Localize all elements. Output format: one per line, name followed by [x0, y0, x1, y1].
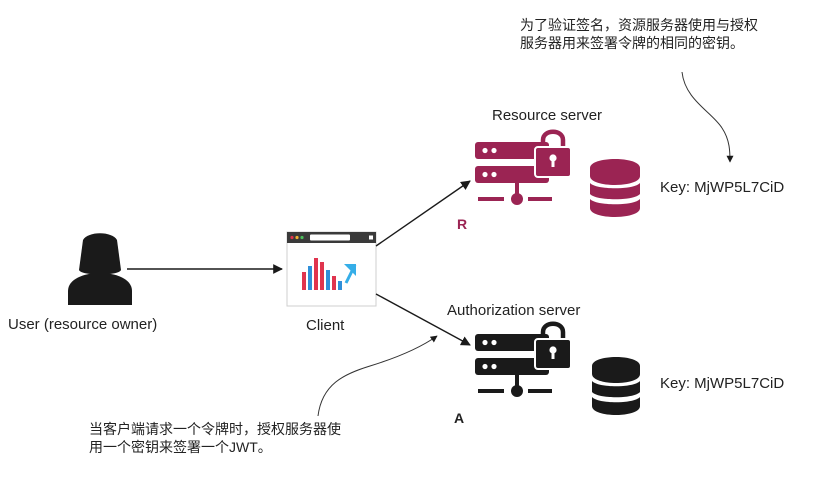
authorization-database-icon	[592, 357, 640, 415]
resource-server-icon	[475, 142, 552, 205]
resource-key-label: Key: MjWP5L7CiD	[660, 179, 785, 196]
user-label: User (resource owner)	[8, 316, 158, 333]
resource-server-label: Resource server	[492, 107, 603, 124]
arrow-client-to-resource-server	[375, 180, 471, 247]
resource-lock-icon	[534, 129, 572, 178]
cursor-arrow-icon	[344, 264, 357, 284]
authorization-key-label: Key: MjWP5L7CiD	[660, 375, 785, 392]
client-label: Client	[306, 317, 345, 334]
authorization-server-tag: A	[454, 410, 465, 426]
top-note-pointer	[681, 71, 734, 163]
bottom-annotation: 当客户端请求一个令牌时，授权服务器使 用一个密钥来签署一个JWT。	[89, 421, 341, 455]
authorization-server-label: Authorization server	[447, 302, 581, 319]
bar-chart-icon	[302, 258, 342, 290]
arrow-client-to-authorization-server	[375, 293, 471, 346]
bottom-note-pointer	[317, 335, 438, 417]
user-icon	[68, 233, 132, 305]
resource-database-icon	[590, 159, 640, 217]
authorization-lock-icon	[534, 321, 572, 370]
authorization-server-icon	[475, 334, 552, 397]
top-annotation: 为了验证签名，资源服务器使用与授权 服务器用来签署令牌的相同的密钥。	[520, 17, 758, 51]
client-browser-icon	[286, 231, 377, 307]
resource-server-tag: R	[457, 216, 468, 232]
